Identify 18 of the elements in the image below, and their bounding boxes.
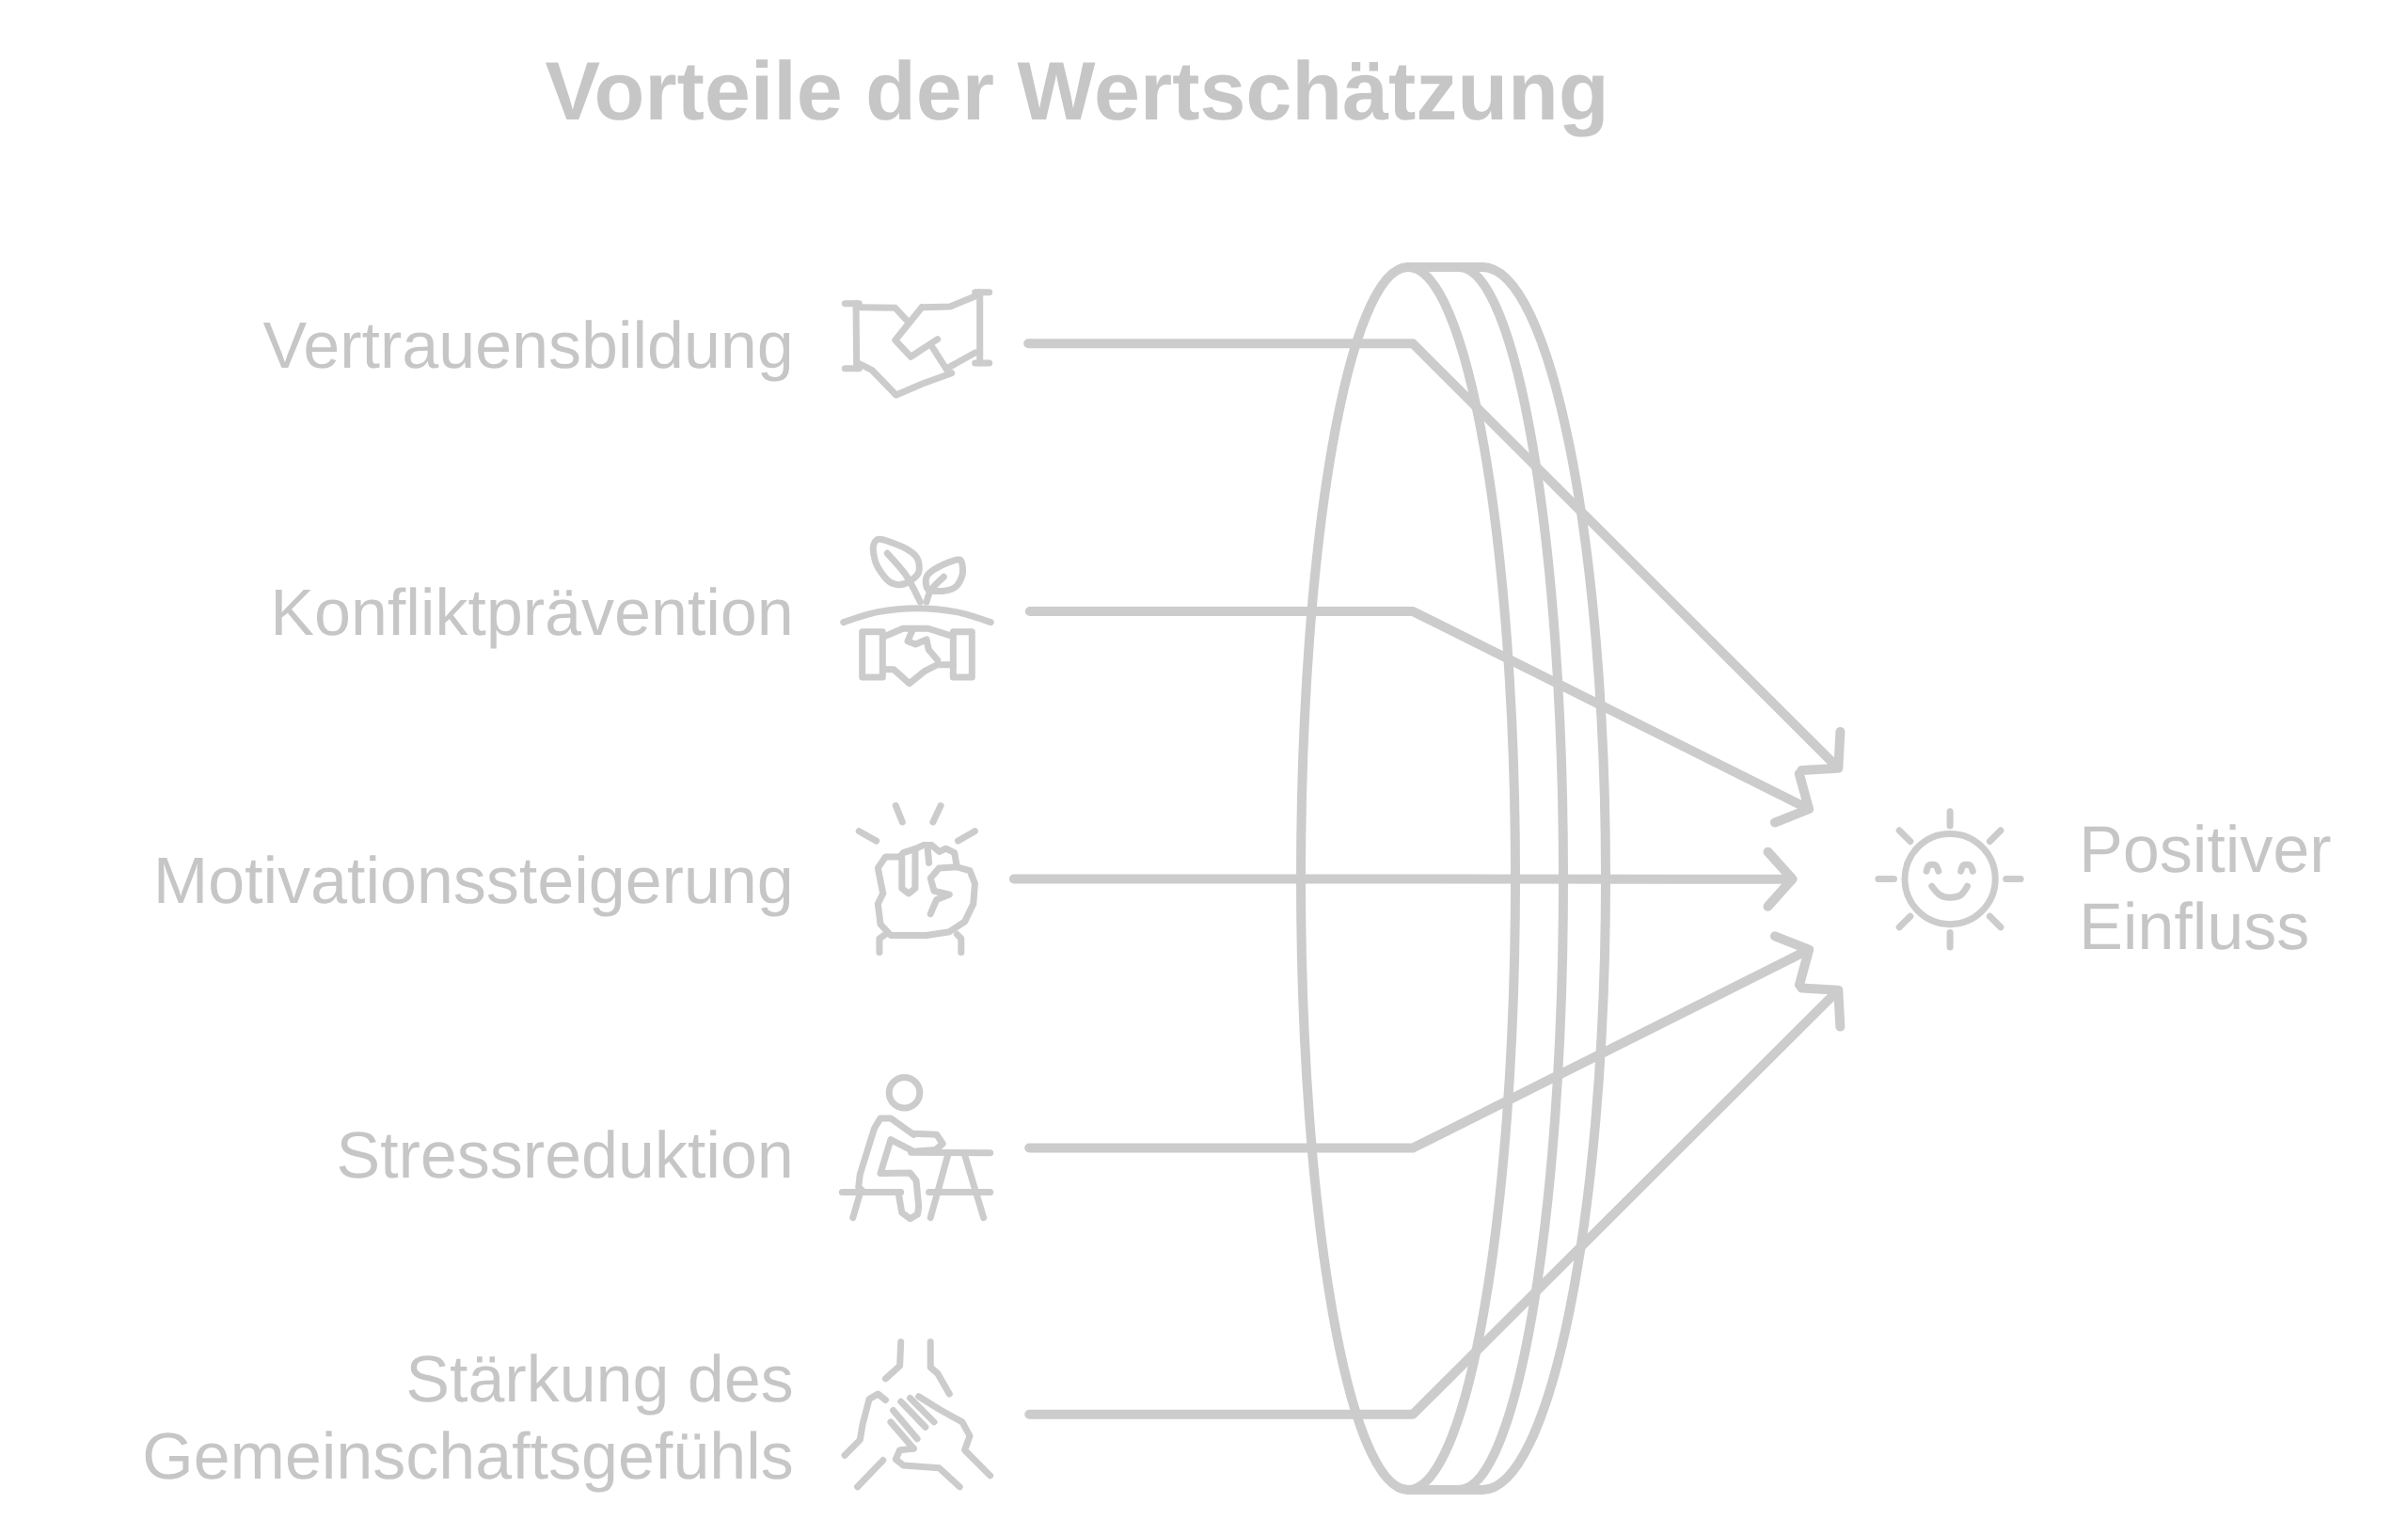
icon-label: Konfliktprävention xyxy=(276,587,790,649)
person-at-desk-icon xyxy=(838,1073,994,1223)
clasped-hands-icon xyxy=(841,1338,994,1491)
icon-label: Motivationssteigerung xyxy=(158,855,790,917)
sprout-handshake-icon xyxy=(840,535,994,688)
icon-label: Vertrauensbildung xyxy=(262,320,790,382)
icon-label: Stärkung des Gemeinschaftsgefühls xyxy=(145,1353,792,1493)
handshake-icon xyxy=(841,289,993,399)
arrow xyxy=(1023,339,1846,775)
icon-label: Stressreduktion xyxy=(339,1130,790,1179)
smiling-sun-icon xyxy=(1875,808,2024,951)
raised-fist-icon xyxy=(855,802,978,956)
arrow xyxy=(1024,931,1814,1153)
arrow xyxy=(1024,983,1846,1419)
arrow xyxy=(1008,847,1798,911)
title: Vorteile der Wertschätzung xyxy=(546,59,1604,137)
arrow xyxy=(1024,607,1814,828)
icon-label: Positiver Einfluss xyxy=(2083,824,2331,950)
